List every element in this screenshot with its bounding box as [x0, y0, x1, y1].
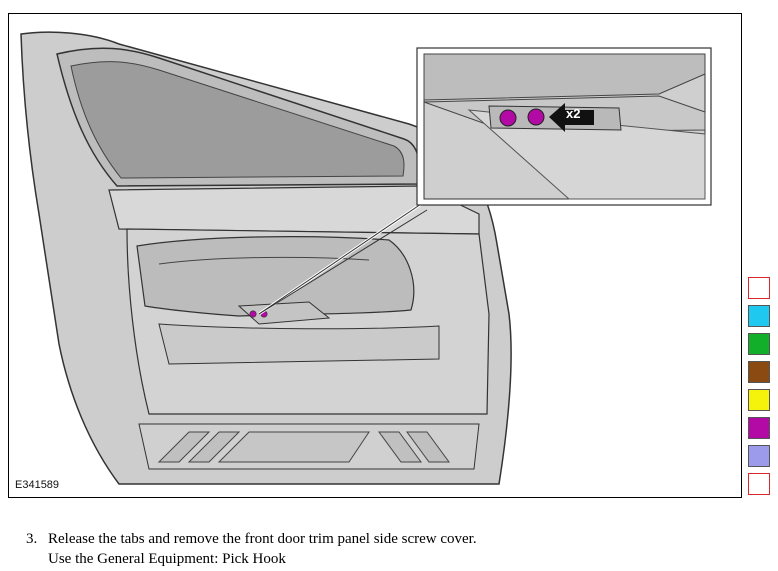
- belt-line: [108, 185, 480, 235]
- color-swatch: [748, 473, 770, 495]
- step-tool: Use the General Equipment: Pick Hook: [48, 551, 286, 567]
- screw-cover-clip-1: [499, 109, 517, 127]
- step-number: 3.: [26, 531, 38, 547]
- screw-cover-mark: [249, 310, 257, 318]
- door-illustration: x2 E341589: [8, 13, 742, 498]
- step-text: Release the tabs and remove the front do…: [48, 531, 477, 547]
- color-swatch: [748, 417, 770, 439]
- figure-id: E341589: [15, 479, 60, 491]
- color-swatch: [748, 333, 770, 355]
- handle-recess: [237, 301, 331, 325]
- callout-arrow: [549, 103, 594, 132]
- color-swatch: [748, 305, 770, 327]
- color-key: [748, 277, 772, 501]
- color-swatch: [748, 361, 770, 383]
- map-pocket: [158, 323, 440, 365]
- door-drawing: [20, 31, 712, 485]
- detail-inset: [416, 47, 712, 206]
- color-swatch: [748, 277, 770, 299]
- window-glass: [70, 61, 405, 179]
- callout-count: x2: [566, 106, 581, 121]
- screw-cover-clip-2: [527, 108, 545, 126]
- color-swatch: [748, 389, 770, 411]
- color-swatch: [748, 445, 770, 467]
